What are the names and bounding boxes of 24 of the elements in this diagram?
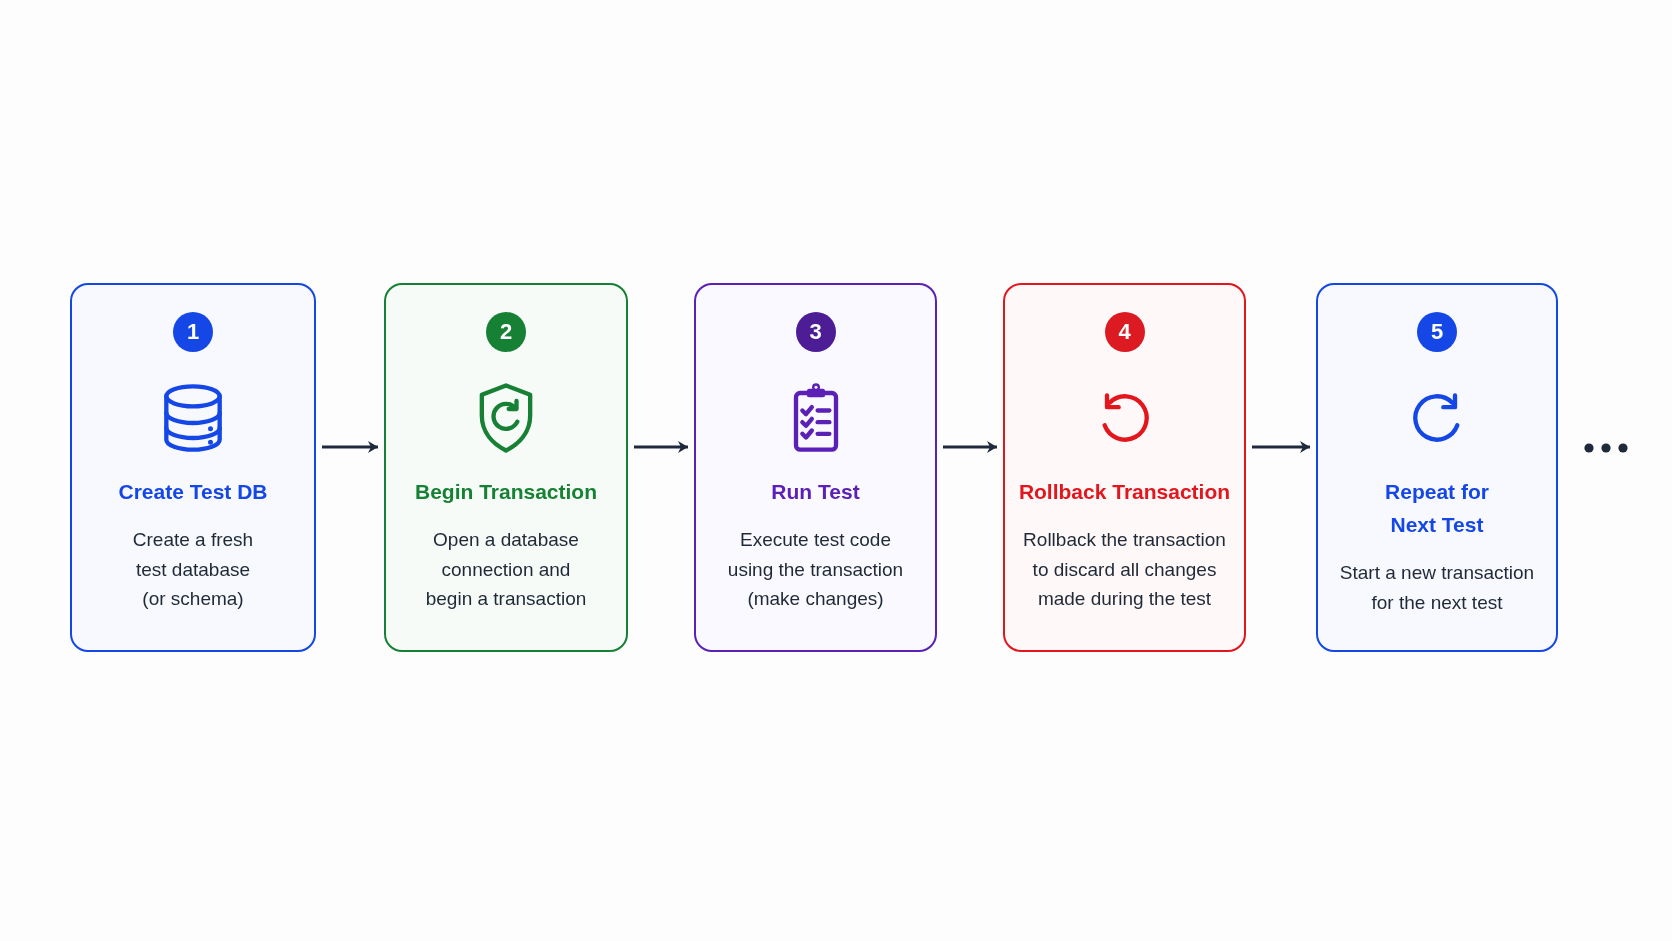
- step-card: [384, 283, 628, 652]
- step-card: [694, 283, 937, 652]
- arrow: [943, 441, 997, 453]
- step-title: Rollback Transaction: [1018, 479, 1231, 505]
- step-card: [1316, 283, 1558, 652]
- arrow: [634, 441, 688, 453]
- step-title: Begin Transaction: [414, 479, 597, 505]
- step-title: Create Test DB: [118, 479, 268, 505]
- step-description: Open a database connection and begin a transaction: [424, 528, 588, 611]
- step-card: [70, 283, 316, 652]
- step-title: Run Test: [771, 479, 860, 505]
- step-number: 2: [486, 312, 526, 352]
- step-number: 5: [1417, 312, 1457, 352]
- step-description: Rollback the transaction to discard all changes made during the test: [1022, 528, 1227, 611]
- step-number: 4: [1104, 312, 1145, 352]
- step-number: 3: [795, 312, 836, 352]
- step-card: [1003, 283, 1246, 652]
- step-number: 1: [173, 312, 213, 352]
- step-title: Repeat for Next Test: [1384, 479, 1490, 538]
- arrow: [1252, 441, 1310, 453]
- step-description: Execute test code using the transaction (make changes): [726, 528, 905, 611]
- arrow: [322, 441, 378, 453]
- step-description: Start a new transaction for the next test: [1338, 561, 1536, 615]
- step-description: Create a fresh test database (or schema): [131, 528, 255, 611]
